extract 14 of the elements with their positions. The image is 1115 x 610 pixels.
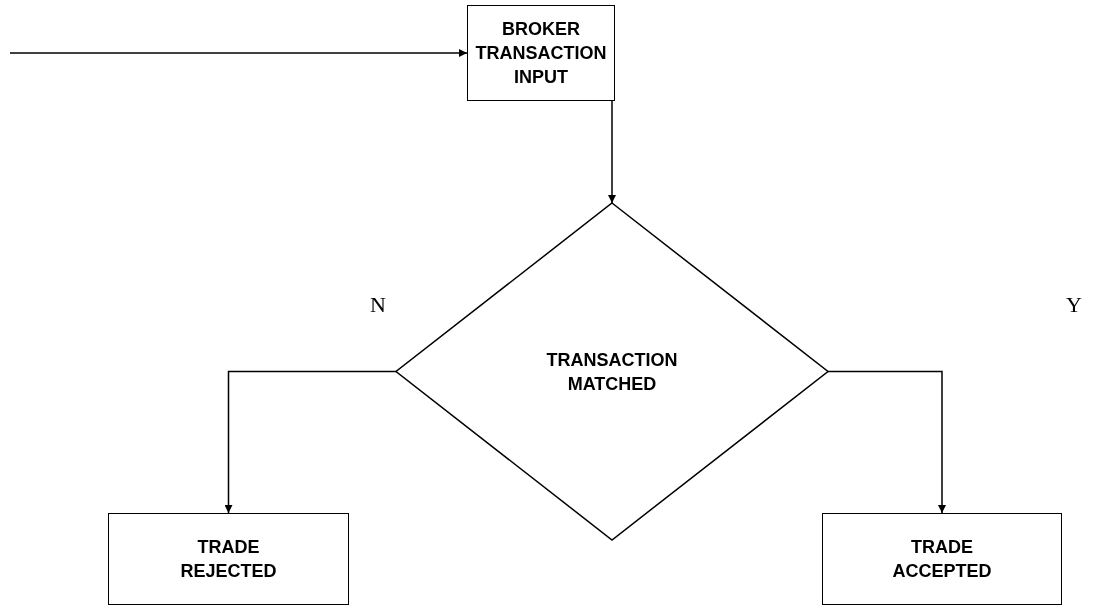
arrow: [9, 49, 468, 57]
node-label: TRADE REJECTED: [179, 536, 278, 583]
process-box: [467, 5, 615, 101]
arrow: [827, 370, 946, 514]
branch-label: N: [370, 292, 386, 318]
process-box: [108, 513, 349, 605]
decision-diamond: [394, 202, 830, 541]
process-box: [822, 513, 1062, 605]
node-label: TRADE ACCEPTED: [891, 536, 993, 583]
branch-label: Y: [1066, 292, 1082, 318]
node-label: BROKER TRANSACTION INPUT: [474, 18, 608, 89]
node-label: TRANSACTION MATCHED: [545, 348, 679, 396]
arrow: [224, 370, 397, 514]
arrow: [608, 100, 616, 204]
